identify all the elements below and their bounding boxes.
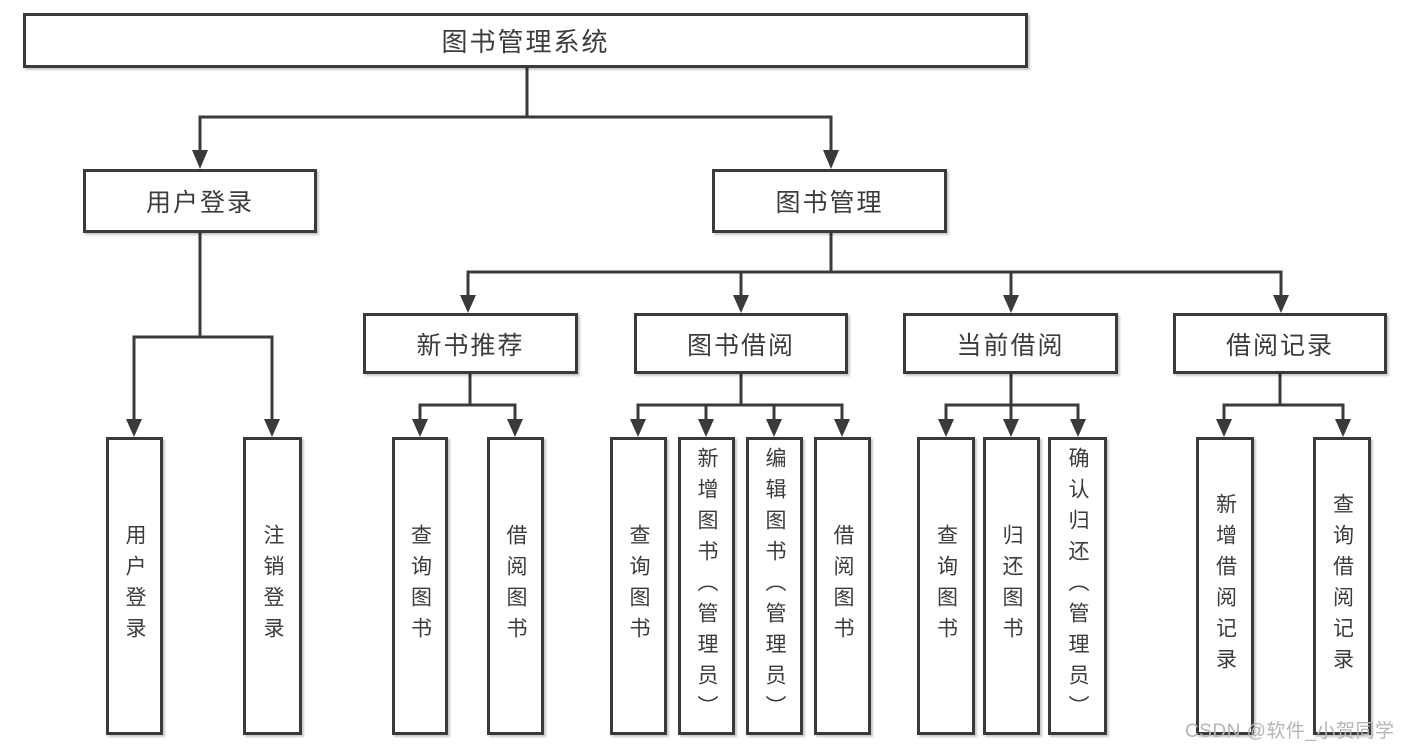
leaf-add-borrow-record: 新增借阅记录	[1196, 437, 1254, 735]
leaf-confirm-return-admin: 确认归还（管理员）	[1048, 437, 1107, 735]
leaf-label: 查询图书	[408, 524, 432, 648]
leaf-add-books-admin: 新增图书（管理员）	[678, 437, 735, 735]
node-user-login: 用户登录	[83, 169, 317, 233]
leaf-label: 借阅图书	[831, 524, 854, 648]
leaf-borrow-books-recommend: 借阅图书	[487, 437, 544, 735]
leaf-query-books-borrowing: 查询图书	[610, 437, 667, 735]
leaf-logout: 注销登录	[243, 437, 302, 735]
leaf-borrow-books-borrowing: 借阅图书	[814, 437, 871, 735]
node-library-system: 图书管理系统	[23, 13, 1028, 68]
leaf-label: 借阅图书	[504, 524, 527, 648]
node-book-management: 图书管理	[712, 169, 947, 233]
leaf-label: 新增图书（管理员）	[695, 446, 718, 726]
leaf-label: 用户登录	[123, 524, 146, 648]
leaf-query-books-current: 查询图书	[917, 437, 975, 735]
leaf-label: 确认归还（管理员）	[1066, 446, 1089, 726]
leaf-label: 查询图书	[627, 524, 650, 648]
csdn-watermark: CSDN @软件_小贺同学	[1185, 721, 1395, 742]
node-book-borrowing: 图书借阅	[634, 313, 848, 374]
node-borrowing-records: 借阅记录	[1173, 313, 1387, 374]
leaf-label: 注销登录	[261, 524, 284, 648]
leaf-label: 归还图书	[1000, 524, 1023, 648]
leaf-label: 查询图书	[934, 524, 958, 648]
leaf-label: 新增借阅记录	[1213, 493, 1237, 679]
node-new-book-recommend: 新书推荐	[363, 313, 578, 374]
leaf-user-login: 用户登录	[106, 437, 163, 735]
leaf-label: 查询借阅记录	[1330, 493, 1354, 679]
node-current-borrowing: 当前借阅	[903, 313, 1118, 374]
leaf-query-borrow-record: 查询借阅记录	[1313, 437, 1371, 735]
leaf-query-books-recommend: 查询图书	[392, 437, 448, 735]
leaf-return-books: 归还图书	[983, 437, 1040, 735]
leaf-label: 编辑图书（管理员）	[763, 446, 786, 726]
leaf-edit-books-admin: 编辑图书（管理员）	[746, 437, 803, 735]
